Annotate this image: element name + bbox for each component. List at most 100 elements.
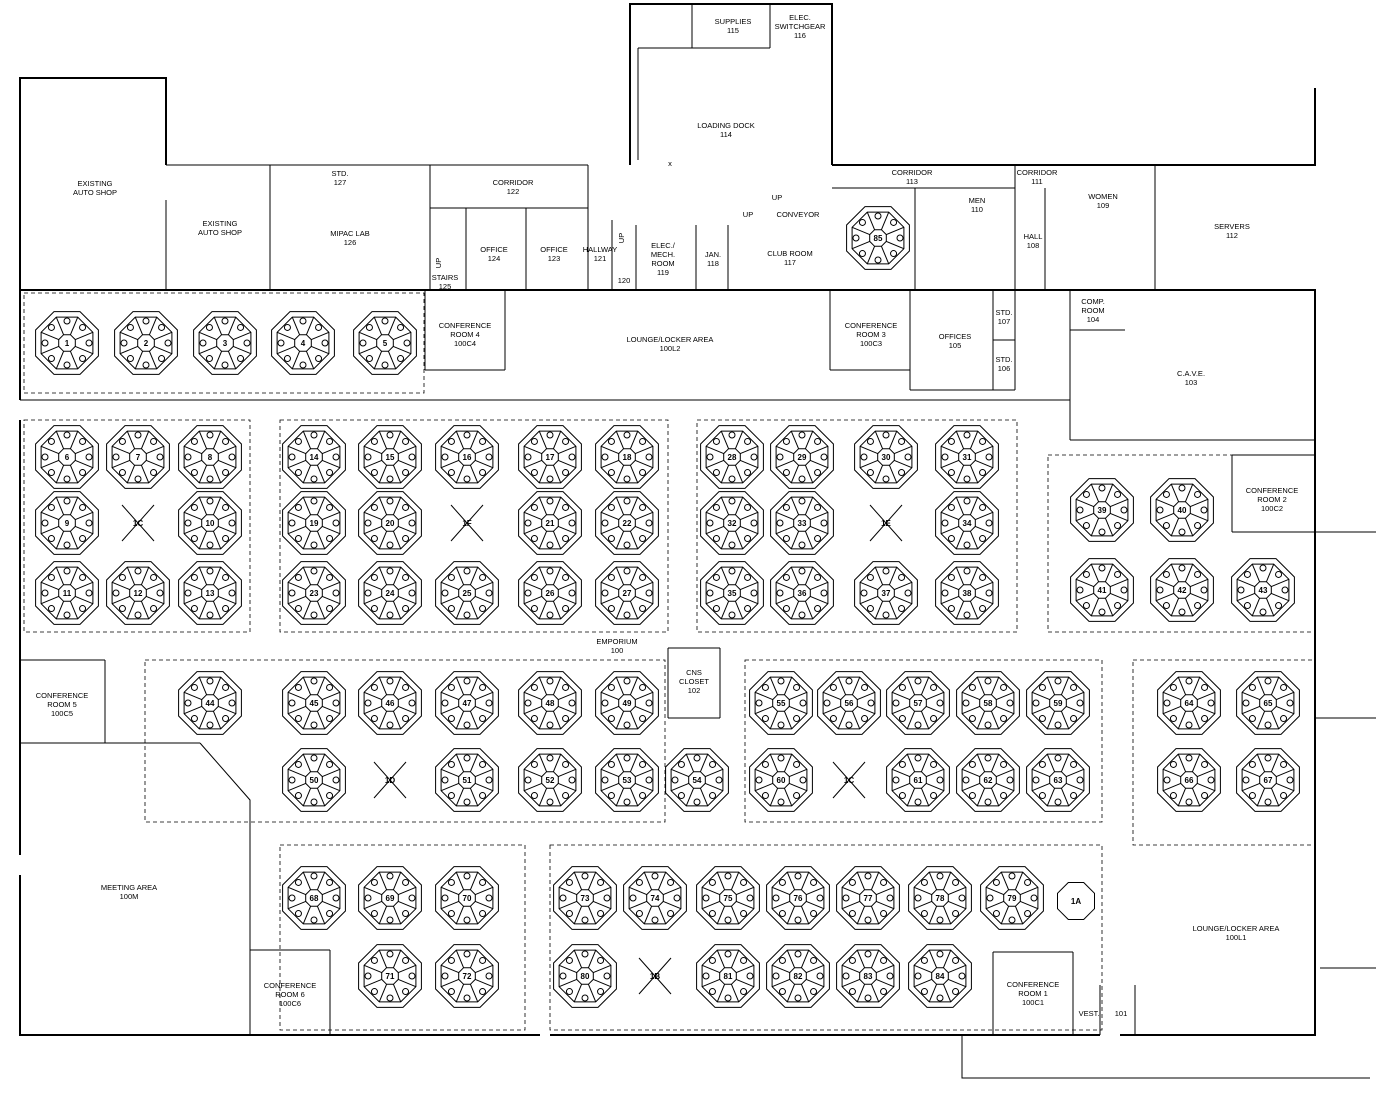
pod-63[interactable]: 63 [1026,748,1090,812]
pod-48[interactable]: 48 [518,671,582,735]
pod-46[interactable]: 46 [358,671,422,735]
pod-5[interactable]: 5 [353,311,417,375]
pod-74[interactable]: 74 [623,866,687,930]
pod-42[interactable]: 42 [1150,558,1214,622]
pod-29[interactable]: 29 [770,425,834,489]
pod-83[interactable]: 83 [836,944,900,1008]
pod-65[interactable]: 65 [1236,671,1300,735]
pod-21[interactable]: 21 [518,491,582,555]
pod-core [201,584,219,602]
pod-40[interactable]: 40 [1150,478,1214,542]
pod-1a[interactable]: 1A [1057,882,1095,920]
pod-49[interactable]: 49 [595,671,659,735]
pod-partition [538,676,548,695]
pod-14[interactable]: 14 [282,425,346,489]
pod-75[interactable]: 75 [696,866,760,930]
x-station-1c[interactable]: 1C [832,761,866,799]
pod-78[interactable]: 78 [908,866,972,930]
pod-13[interactable]: 13 [178,561,242,625]
x-station-1f[interactable]: 1F [450,504,484,542]
pod-17[interactable]: 17 [518,425,582,489]
pod-22[interactable]: 22 [595,491,659,555]
pod-58[interactable]: 58 [956,671,1020,735]
pod-68[interactable]: 68 [282,866,346,930]
pod-80[interactable]: 80 [553,944,617,1008]
pod-41[interactable]: 41 [1070,558,1134,622]
pod-79[interactable]: 79 [980,866,1044,930]
pod-64[interactable]: 64 [1157,671,1221,735]
pod-82[interactable]: 82 [766,944,830,1008]
pod-72[interactable]: 72 [435,944,499,1008]
chair-icon [1076,586,1084,594]
pod-2[interactable]: 2 [114,311,178,375]
pod-77[interactable]: 77 [836,866,900,930]
pod-52[interactable]: 52 [518,748,582,812]
pod-11[interactable]: 11 [35,561,99,625]
pod-4[interactable]: 4 [271,311,335,375]
pod-8[interactable]: 8 [178,425,242,489]
pod-6[interactable]: 6 [35,425,99,489]
pod-62[interactable]: 62 [956,748,1020,812]
pod-10[interactable]: 10 [178,491,242,555]
pod-54[interactable]: 54 [665,748,729,812]
chair-icon [985,453,993,461]
pod-26[interactable]: 26 [518,561,582,625]
pod-35[interactable]: 35 [700,561,764,625]
pod-partition [538,566,548,585]
pod-70[interactable]: 70 [435,866,499,930]
pod-44[interactable]: 44 [178,671,242,735]
pod-73[interactable]: 73 [553,866,617,930]
pod-24[interactable]: 24 [358,561,422,625]
pod-3[interactable]: 3 [193,311,257,375]
pod-33[interactable]: 33 [770,491,834,555]
pod-76[interactable]: 76 [766,866,830,930]
pod-61[interactable]: 61 [886,748,950,812]
pod-18[interactable]: 18 [595,425,659,489]
chair-icon [47,469,55,477]
pod-28[interactable]: 28 [700,425,764,489]
pod-9[interactable]: 9 [35,491,99,555]
x-station-1c[interactable]: 1C [121,504,155,542]
pod-15[interactable]: 15 [358,425,422,489]
chair-icon [864,950,872,958]
pod-85[interactable]: 85 [846,206,910,270]
pod-7[interactable]: 7 [106,425,170,489]
pod-57[interactable]: 57 [886,671,950,735]
pod-47[interactable]: 47 [435,671,499,735]
pod-84[interactable]: 84 [908,944,972,1008]
x-station-1e[interactable]: 1E [869,504,903,542]
pod-31[interactable]: 31 [935,425,999,489]
pod-37[interactable]: 37 [854,561,918,625]
pod-51[interactable]: 51 [435,748,499,812]
pod-43[interactable]: 43 [1231,558,1295,622]
pod-55[interactable]: 55 [749,671,813,735]
pod-12[interactable]: 12 [106,561,170,625]
pod-1[interactable]: 1 [35,311,99,375]
chair-icon [1054,721,1062,729]
pod-20[interactable]: 20 [358,491,422,555]
pod-71[interactable]: 71 [358,944,422,1008]
pod-23[interactable]: 23 [282,561,346,625]
pod-16[interactable]: 16 [435,425,499,489]
pod-27[interactable]: 27 [595,561,659,625]
pod-25[interactable]: 25 [435,561,499,625]
pod-34[interactable]: 34 [935,491,999,555]
pod-53[interactable]: 53 [595,748,659,812]
pod-45[interactable]: 45 [282,671,346,735]
x-station-1d[interactable]: 1D [373,761,407,799]
pod-69[interactable]: 69 [358,866,422,930]
pod-56[interactable]: 56 [817,671,881,735]
x-station-1b[interactable]: 1B [638,957,672,995]
pod-67[interactable]: 67 [1236,748,1300,812]
pod-39[interactable]: 39 [1070,478,1134,542]
pod-50[interactable]: 50 [282,748,346,812]
pod-19[interactable]: 19 [282,491,346,555]
pod-30[interactable]: 30 [854,425,918,489]
pod-59[interactable]: 59 [1026,671,1090,735]
pod-32[interactable]: 32 [700,491,764,555]
pod-38[interactable]: 38 [935,561,999,625]
pod-36[interactable]: 36 [770,561,834,625]
pod-60[interactable]: 60 [749,748,813,812]
pod-66[interactable]: 66 [1157,748,1221,812]
pod-81[interactable]: 81 [696,944,760,1008]
